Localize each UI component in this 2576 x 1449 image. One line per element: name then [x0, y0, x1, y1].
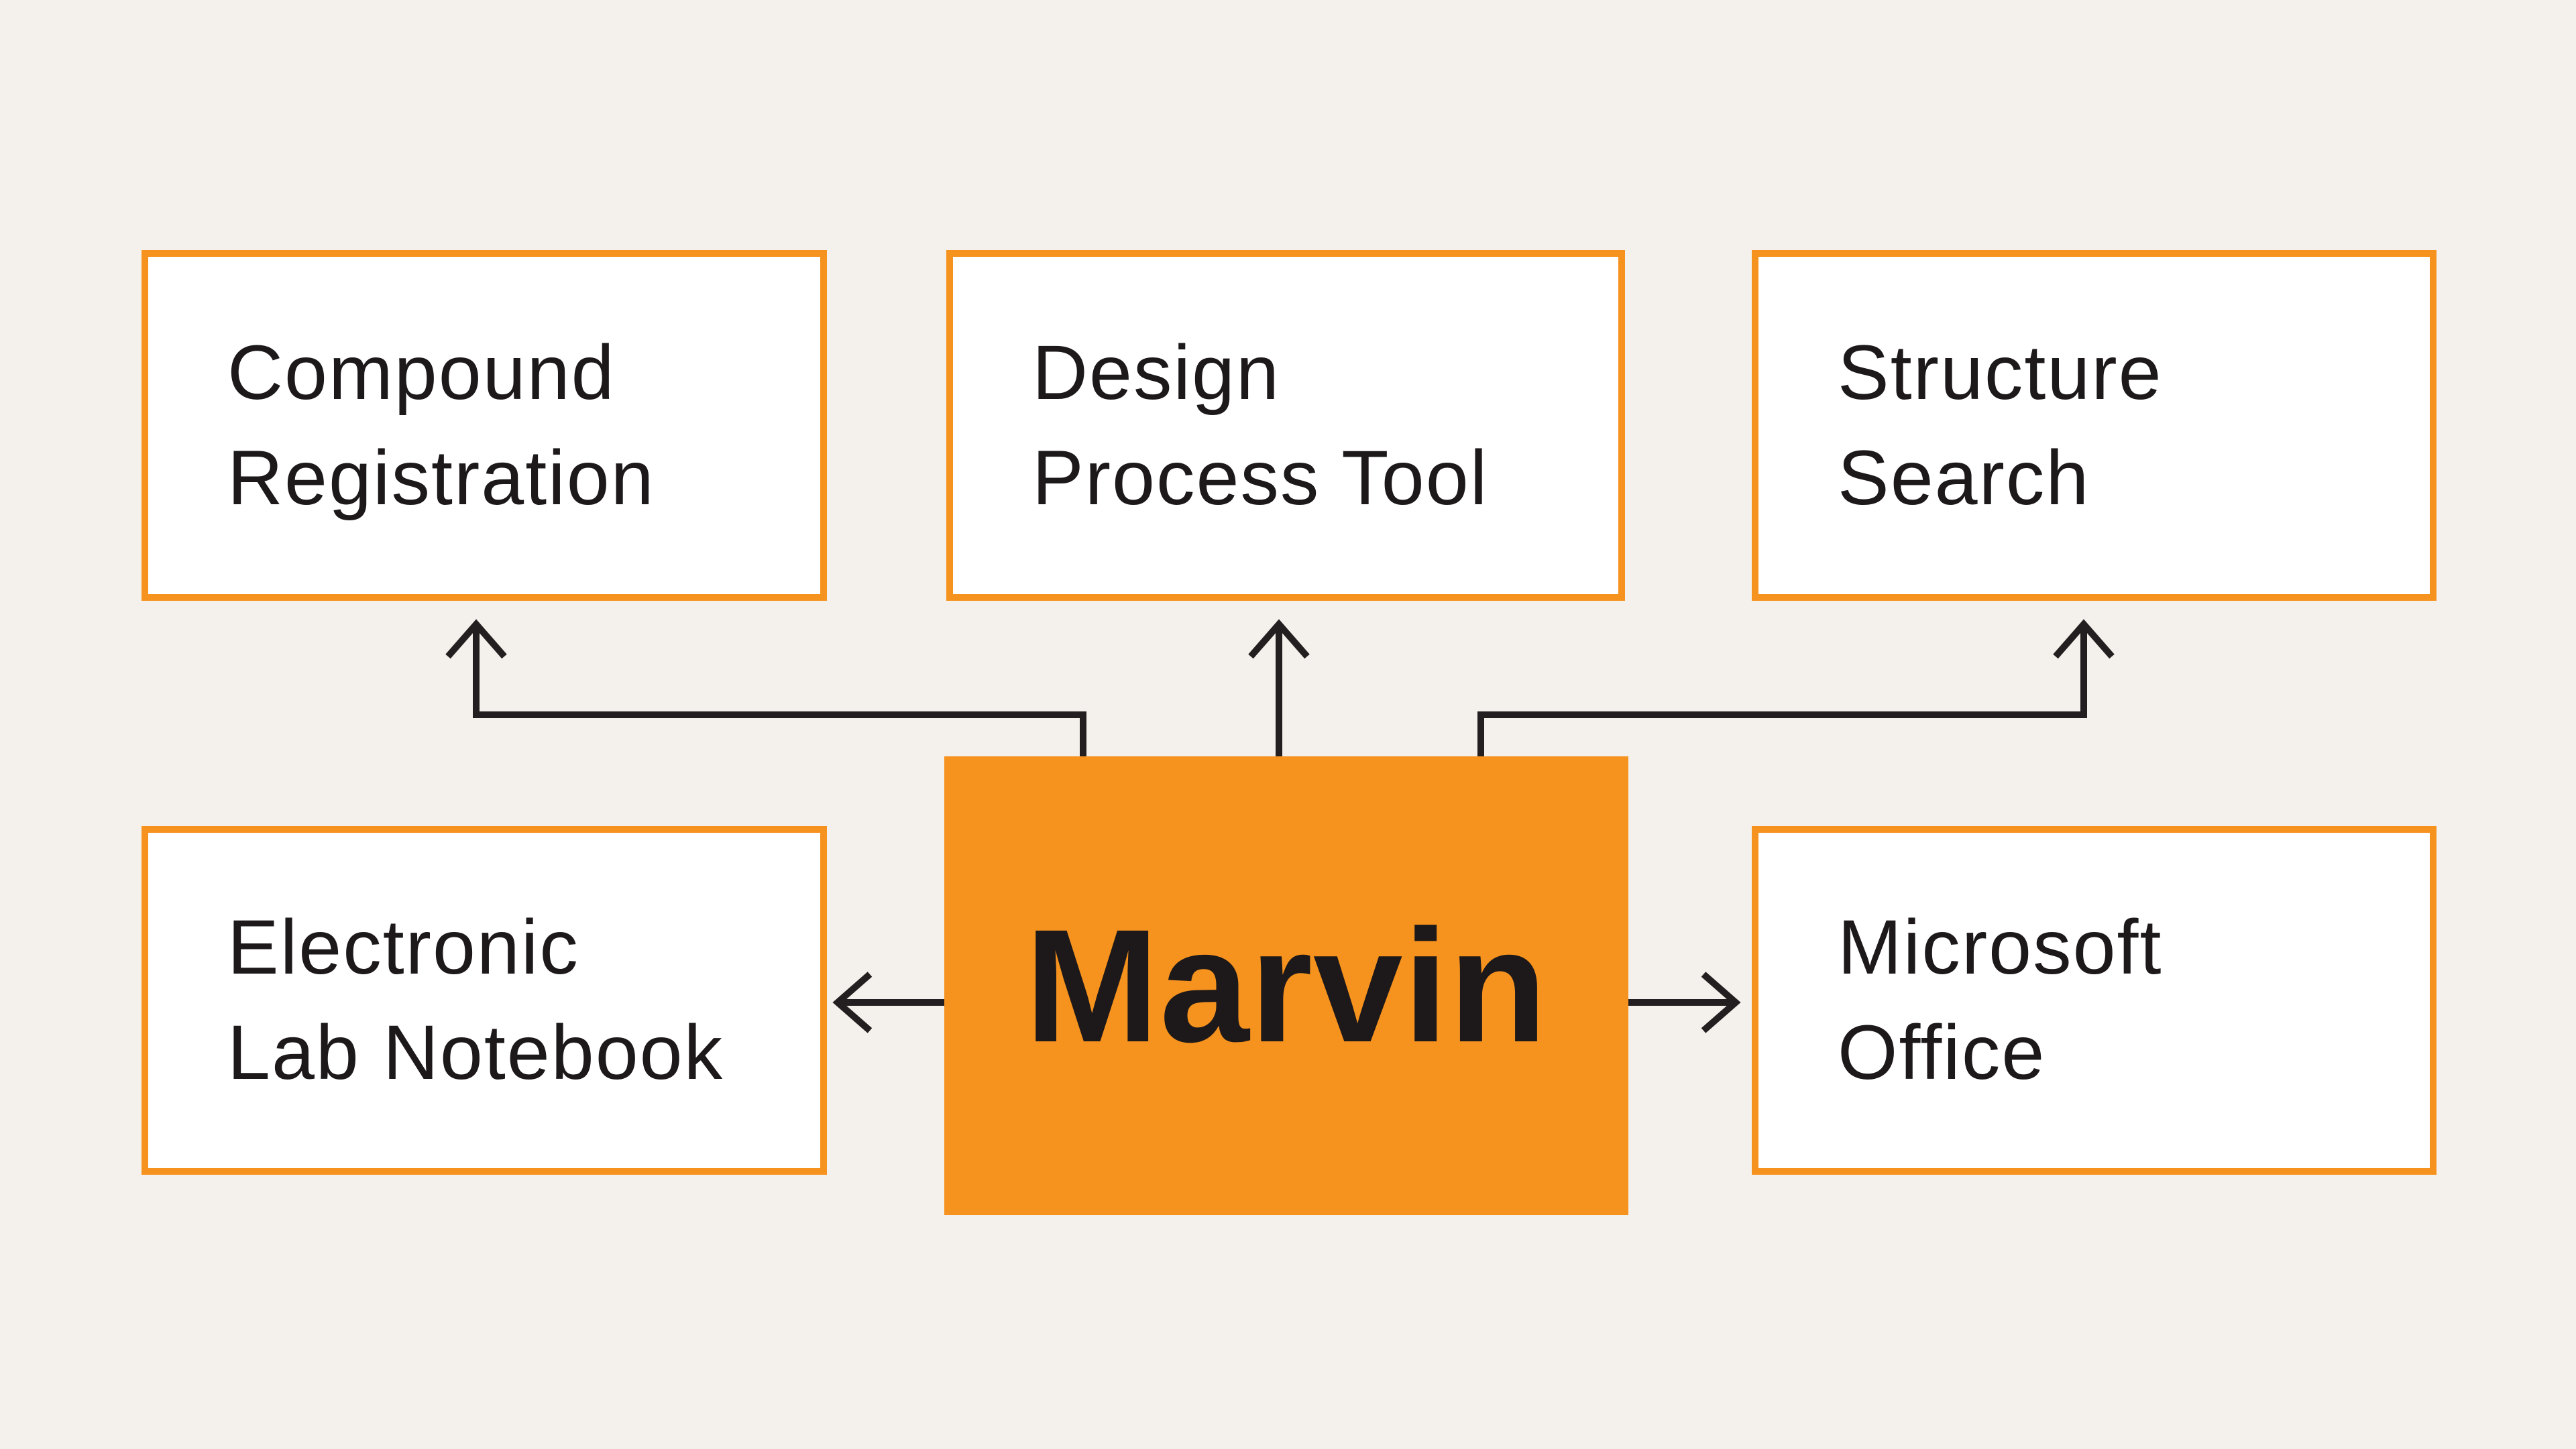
- node-structure-search: Structure Search: [1752, 250, 2437, 601]
- node-label-line: Structure: [1838, 329, 2163, 416]
- node-compound-registration: Compound Registration: [142, 250, 827, 601]
- node-label-line: Design: [1032, 329, 1280, 416]
- arrow-marvin-to-microsoft-office: [1626, 972, 1741, 1033]
- node-label-line: Office: [1838, 1010, 2046, 1096]
- node-label-line: Registration: [227, 434, 655, 521]
- node-electronic-lab-notebook: Electronic Lab Notebook: [142, 826, 827, 1175]
- marvin-label: Marvin: [1025, 896, 1548, 1076]
- node-design-process-tool: Design Process Tool: [946, 250, 1625, 601]
- node-microsoft-office: Microsoft Office: [1752, 826, 2437, 1175]
- arrow-marvin-to-electronic-lab-notebook: [832, 972, 947, 1033]
- arrow-marvin-to-design-process-tool: [1248, 619, 1310, 759]
- node-label-line: Compound: [227, 329, 616, 416]
- node-label-line: Microsoft: [1838, 905, 2163, 990]
- node-label-line: Search: [1838, 434, 2090, 521]
- arrow-marvin-to-structure-search: [1477, 619, 2115, 759]
- node-label-line: Lab Notebook: [227, 1010, 724, 1096]
- arrow-marvin-to-compound-registration: [445, 619, 1086, 759]
- node-label-line: Electronic: [227, 905, 579, 990]
- node-marvin: Marvin: [944, 756, 1628, 1215]
- node-label-line: Process Tool: [1032, 434, 1489, 521]
